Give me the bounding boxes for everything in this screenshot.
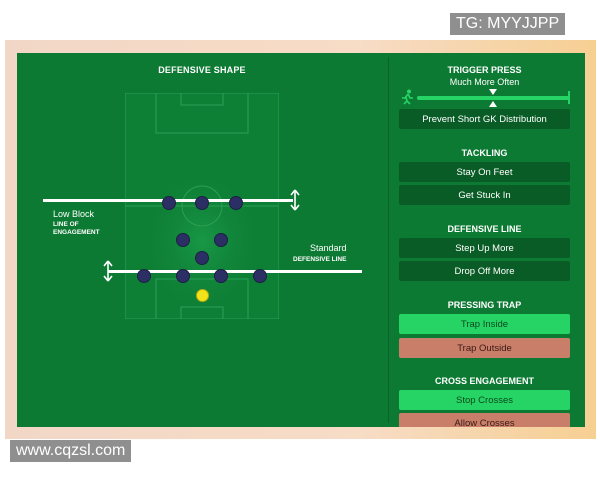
slider-handle	[489, 101, 497, 107]
defensive-shape-title: DEFENSIVE SHAPE	[158, 65, 246, 75]
defensive-line-line	[108, 270, 362, 273]
standard-label: Standard	[310, 243, 347, 253]
trap-inside-button[interactable]: Trap Inside	[399, 314, 570, 334]
trap-outside-button[interactable]: Trap Outside	[399, 338, 570, 358]
vertical-double-arrow-icon[interactable]	[103, 260, 113, 282]
player-marker	[195, 251, 209, 265]
prevent-short-gk-distribution-button[interactable]: Prevent Short GK Distribution	[399, 109, 570, 129]
pressing-trap-title: PRESSING TRAP	[447, 300, 522, 310]
trigger-press-title: TRIGGER PRESS	[447, 65, 522, 75]
player-marker	[229, 196, 243, 210]
player-marker	[137, 269, 151, 283]
allow-crosses-button[interactable]: Allow Crosses	[399, 413, 570, 427]
player-marker	[253, 269, 267, 283]
stop-crosses-button[interactable]: Stop Crosses	[399, 390, 570, 410]
slider-end-cap	[568, 91, 570, 104]
panel-divider	[388, 57, 389, 423]
cross-engagement-title: CROSS ENGAGEMENT	[434, 376, 534, 386]
player-marker	[162, 196, 176, 210]
low-block-label: Low Block	[53, 209, 95, 219]
line-of-engagement-label: LINE OF ENGAGEMENT	[53, 221, 100, 236]
defensive-line-title: DEFENSIVE LINE	[447, 224, 522, 234]
player-marker	[214, 233, 228, 247]
slider-handle[interactable]	[489, 89, 497, 95]
player-marker	[195, 196, 209, 210]
trigger-press-slider[interactable]	[417, 96, 569, 100]
watermark-top: TG: MYYJJPP	[450, 13, 566, 35]
watermark-bottom: www.cqzsl.com	[10, 440, 132, 462]
vertical-double-arrow-icon[interactable]	[290, 189, 300, 211]
runner-icon	[402, 89, 413, 105]
player-marker	[214, 269, 228, 283]
step-up-more-button[interactable]: Step Up More	[399, 238, 570, 258]
tackling-title: TACKLING	[461, 148, 508, 158]
player-marker	[176, 233, 190, 247]
get-stuck-in-button[interactable]: Get Stuck In	[399, 185, 570, 205]
tactics-panel: DEFENSIVE SHAPE Low Block LINE OF ENGAGE…	[17, 53, 585, 427]
defensive-line-label: DEFENSIVE LINE	[293, 256, 347, 263]
player-marker	[176, 269, 190, 283]
drop-off-more-button[interactable]: Drop Off More	[399, 261, 570, 281]
goalkeeper-marker	[196, 289, 209, 302]
trigger-press-value: Much More Often	[449, 77, 520, 87]
stay-on-feet-button[interactable]: Stay On Feet	[399, 162, 570, 182]
